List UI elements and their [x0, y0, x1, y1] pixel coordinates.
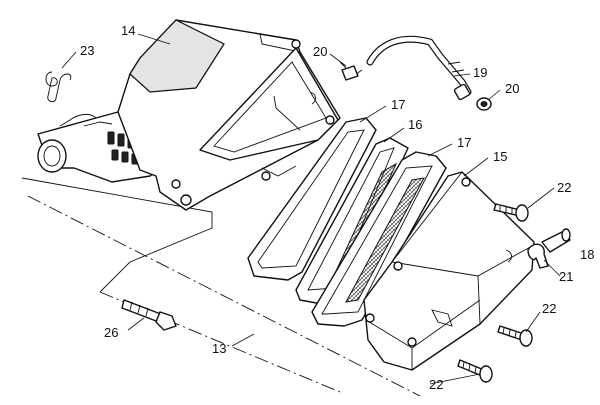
callout-22a: 22 [557, 180, 572, 195]
callout-22c: 22 [429, 377, 444, 392]
gasket-17b [311, 151, 447, 327]
callout-15: 15 [493, 149, 508, 164]
callout-14: 14 [121, 23, 136, 38]
screw-22b [497, 325, 533, 347]
hose-clamp-20b [476, 97, 492, 111]
breather-hose-19 [366, 35, 472, 101]
callout-17b: 17 [457, 135, 472, 150]
air-filter-case-14 [117, 19, 341, 211]
leader-lines [61, 33, 561, 385]
callout-22b: 22 [542, 301, 557, 316]
callout-17a: 17 [391, 97, 406, 112]
callout-20a: 20 [313, 44, 328, 59]
case-cover-15 [363, 171, 535, 371]
callout-18: 18 [580, 247, 595, 262]
gasket-17a [247, 117, 377, 281]
hose-clamp-20a [339, 61, 363, 81]
callout-23: 23 [80, 43, 95, 58]
callout-19: 19 [473, 65, 488, 80]
callout-20b: 20 [505, 81, 520, 96]
bolt-26 [121, 299, 177, 331]
callout-13: 13 [212, 341, 227, 356]
callout-26: 26 [104, 325, 119, 340]
screw-22a [493, 203, 529, 222]
clamp-21 [527, 243, 549, 269]
callout-21: 21 [559, 269, 574, 284]
drain-plug-18 [541, 228, 571, 253]
wire-clip-23 [45, 71, 72, 103]
callout-16: 16 [408, 117, 423, 132]
screw-22c [457, 359, 493, 383]
